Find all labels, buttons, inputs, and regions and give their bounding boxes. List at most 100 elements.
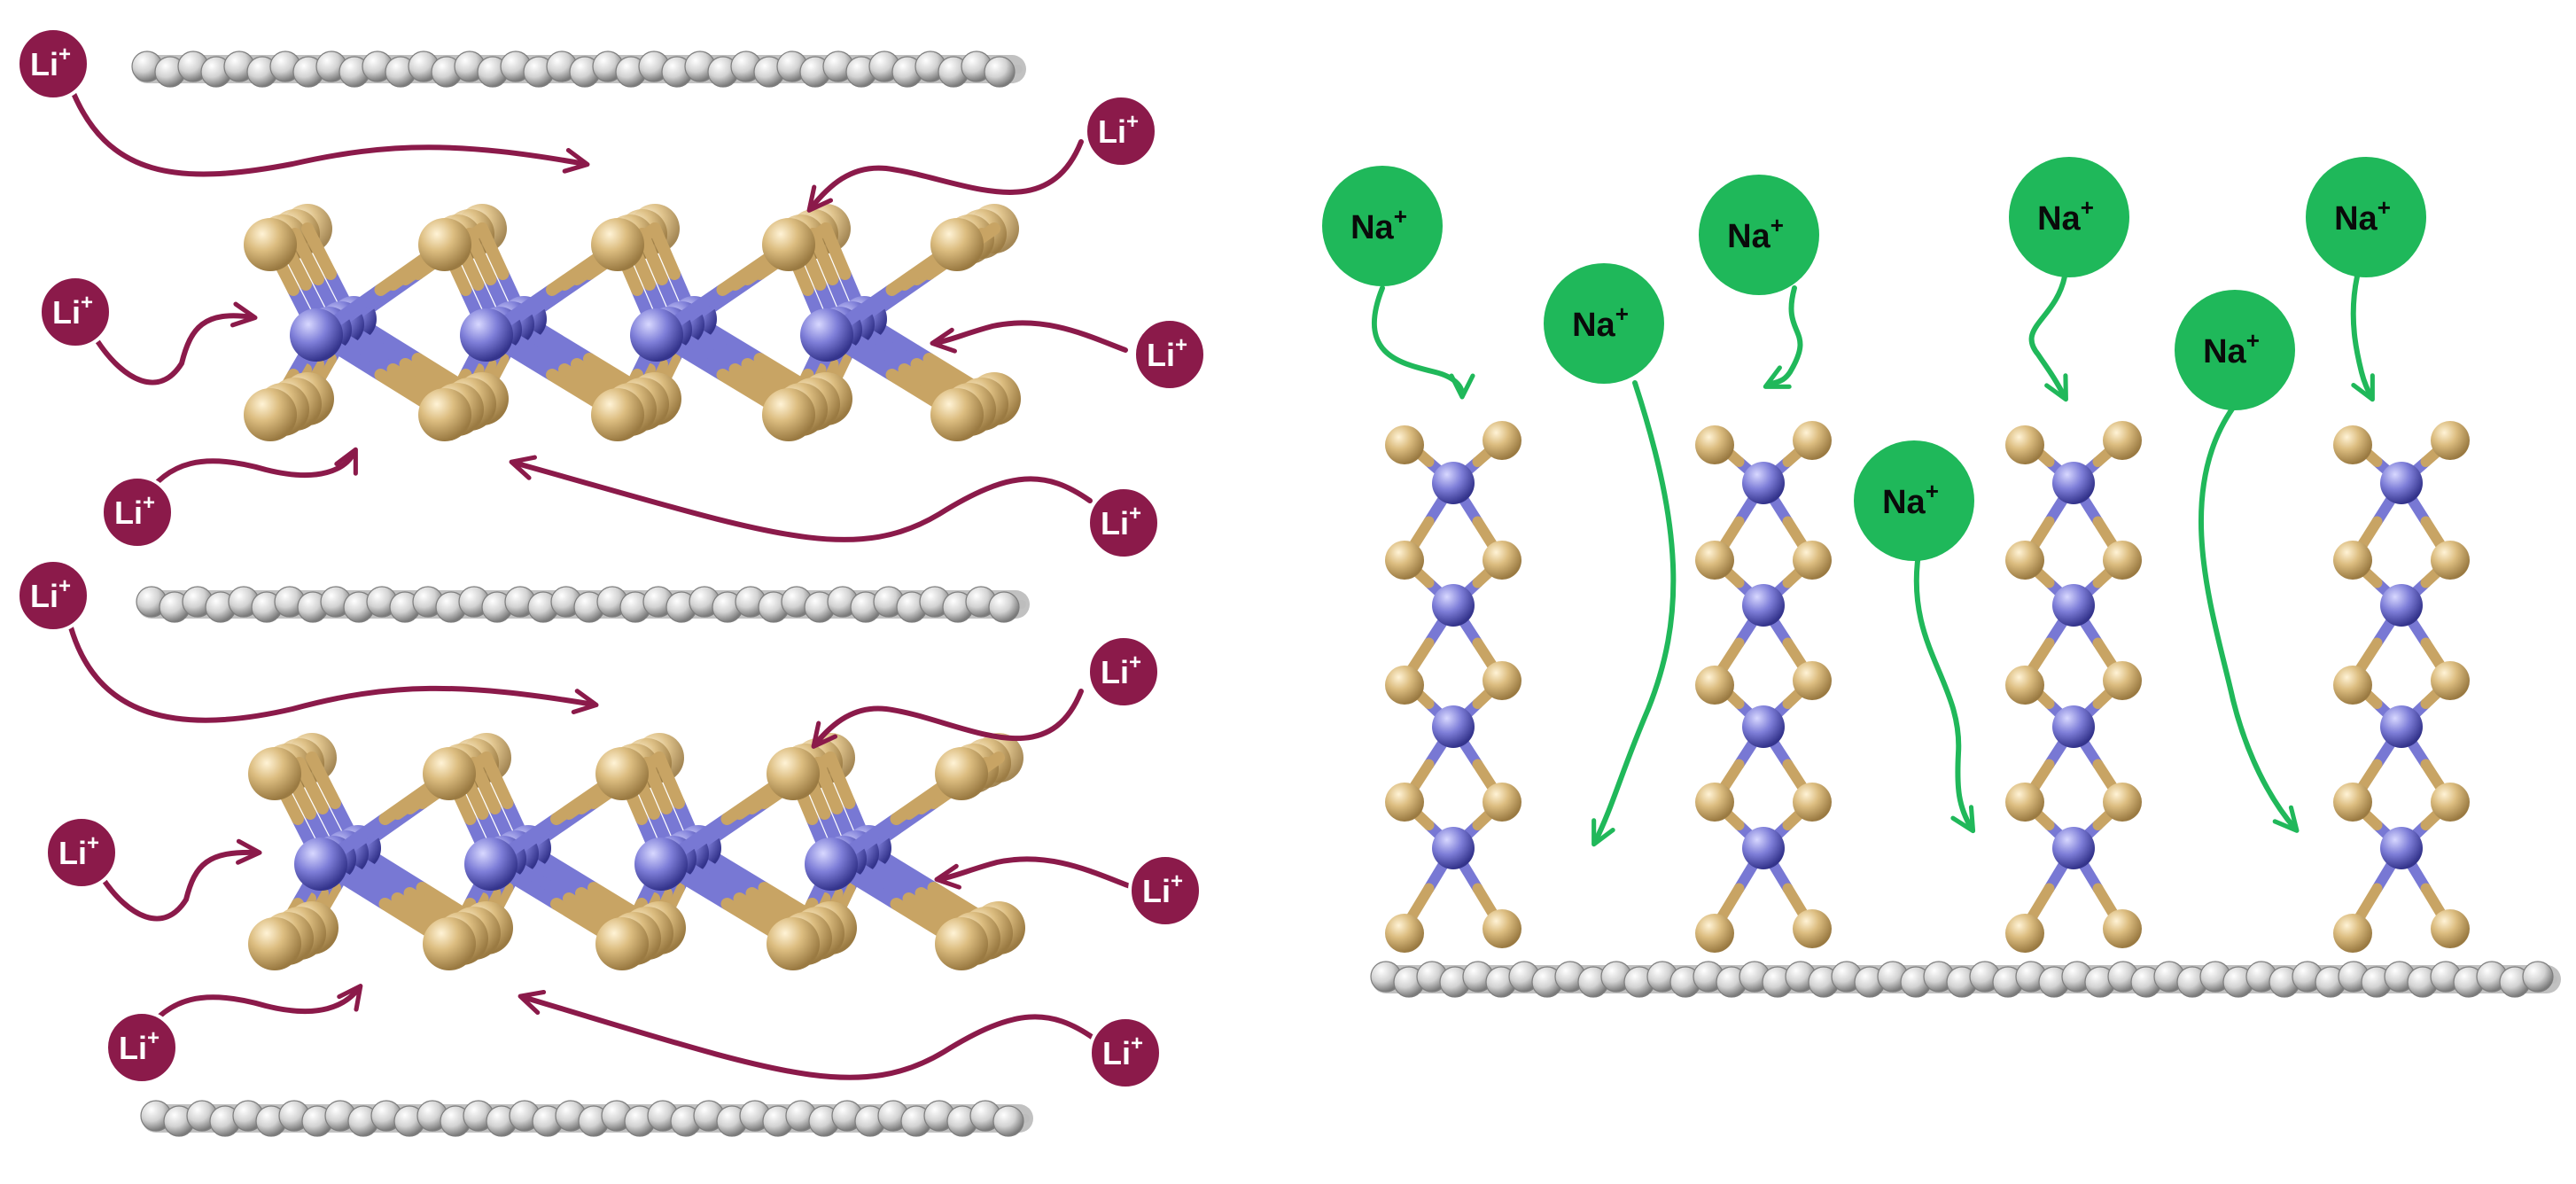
ion-charge: + (1394, 203, 1407, 230)
na-arrow-4 (1913, 551, 1976, 834)
na-arrow-3 (1763, 285, 1803, 389)
ion-symbol: Li (119, 1030, 147, 1066)
li-ion-6: Li+ (1086, 486, 1161, 560)
li-arrow-1 (68, 84, 590, 177)
li-arrow-8 (811, 689, 1084, 749)
li-arrow-6 (509, 455, 1093, 542)
ion-symbol: Na (1882, 484, 1926, 521)
ion-charge: + (1131, 1032, 1143, 1055)
ion-symbol: Li (58, 835, 87, 871)
li-arrow-12 (518, 989, 1097, 1080)
ion-symbol: Li (1101, 505, 1129, 541)
ion-symbol: Na (2334, 200, 2378, 238)
li-ion-10: Li+ (1128, 853, 1202, 928)
li-ion-9: Li+ (44, 815, 119, 890)
ion-symbol: Li (30, 46, 58, 82)
ion-charge: + (143, 491, 155, 515)
na-ion-7: Na+ (1854, 440, 1974, 561)
na-ion-label: Na+ (2037, 194, 2094, 238)
na-ion-label: Na+ (2203, 327, 2260, 370)
li-arrow-10 (934, 856, 1132, 890)
ion-symbol: Na (1350, 209, 1394, 246)
li-ion-3: Li+ (38, 275, 113, 349)
na-ion-4: Na+ (2306, 157, 2426, 277)
graphene-layer-bottom (140, 1100, 1033, 1137)
horizontal-ms2-layers (244, 204, 1025, 970)
li-ion-label: Li+ (1147, 333, 1187, 373)
ion-symbol: Na (1727, 218, 1771, 255)
ion-charge: + (147, 1026, 160, 1050)
li-ion-label: Li+ (114, 491, 155, 531)
na-ion-2: Na+ (1699, 175, 1819, 295)
na-ion-1: Na+ (1322, 166, 1443, 286)
na-ion-label: Na+ (1572, 300, 1629, 344)
li-ion-label: Li+ (1101, 502, 1141, 541)
ion-symbol: Li (52, 294, 81, 331)
li-ion-1: Li+ (16, 27, 90, 101)
na-arrow-7 (2350, 274, 2375, 402)
ms2-layer-lower (248, 733, 1025, 970)
li-ion-label: Li+ (30, 43, 71, 82)
na-ion-3: Na+ (2009, 157, 2129, 277)
li-ion-11: Li+ (105, 1010, 179, 1085)
ion-arrows (68, 84, 2375, 1080)
li-ion-4: Li+ (1132, 317, 1207, 392)
ion-symbol: Li (1142, 873, 1171, 909)
ions: Li+Li+Li+Li+Li+Li+Li+Li+Li+Li+Li+Li+Na+N… (16, 27, 2426, 1090)
li-arrow-11 (139, 984, 363, 1040)
ion-charge: + (2081, 194, 2094, 221)
li-ion-2: Li+ (1084, 94, 1158, 168)
li-ion-label: Li+ (1098, 110, 1139, 150)
ms2-vertical-chain-1 (1385, 421, 1521, 953)
ion-charge: + (58, 43, 71, 66)
li-ion-label: Li+ (1142, 869, 1183, 909)
li-arrow-4 (930, 320, 1128, 354)
ion-charge: + (1171, 869, 1183, 893)
na-arrow-2 (1592, 380, 1677, 847)
ms2-vertical-chain-2 (1695, 421, 1832, 953)
li-ion-label: Li+ (1101, 650, 1141, 690)
li-arrow-5 (139, 447, 358, 503)
vertical-ms2-layers (1385, 421, 2470, 953)
ms2-layer-upper (244, 204, 1021, 441)
ion-charge: + (1129, 502, 1141, 526)
ion-symbol: Li (30, 578, 58, 614)
ion-symbol: Na (1572, 307, 1615, 344)
li-arrow-2 (806, 139, 1084, 213)
ion-symbol: Li (1102, 1035, 1131, 1071)
li-ion-7: Li+ (16, 558, 90, 633)
graphene-layer-top (131, 51, 1026, 88)
na-ion-label: Na+ (1350, 203, 1407, 246)
li-ion-5: Li+ (100, 475, 175, 549)
ion-charge: + (1126, 110, 1139, 134)
ion-charge: + (1926, 478, 1939, 504)
na-ion-label: Na+ (1727, 212, 1784, 255)
na-arrow-5 (2028, 274, 2068, 402)
li-ion-12: Li+ (1088, 1016, 1163, 1090)
li-ion-label: Li+ (30, 574, 71, 614)
graphene-layer-middle (136, 586, 1030, 623)
ion-charge: + (58, 574, 71, 598)
ion-charge: + (1771, 212, 1784, 238)
ion-charge: + (1129, 650, 1141, 674)
ion-charge: + (1615, 300, 1629, 327)
na-arrow-1 (1371, 285, 1475, 400)
li-ion-8: Li+ (1086, 635, 1161, 709)
ion-charge: + (81, 291, 93, 315)
li-ion-label: Li+ (1102, 1032, 1143, 1071)
ms2-vertical-chain-3 (2005, 421, 2142, 953)
na-ion-6: Na+ (2175, 290, 2295, 410)
li-arrow-9 (99, 838, 262, 922)
graphene-layer-substrate (1370, 961, 2561, 998)
ion-symbol: Na (2203, 333, 2246, 370)
ion-charge: + (2246, 327, 2260, 354)
ion-symbol: Li (1098, 113, 1126, 150)
li-ion-label: Li+ (119, 1026, 160, 1066)
na-ion-5: Na+ (1544, 263, 1664, 384)
ion-charge: + (87, 831, 99, 855)
li-ion-label: Li+ (52, 291, 93, 331)
li-arrow-7 (68, 625, 599, 723)
li-ion-label: Li+ (58, 831, 99, 871)
ion-symbol: Na (2037, 200, 2081, 238)
